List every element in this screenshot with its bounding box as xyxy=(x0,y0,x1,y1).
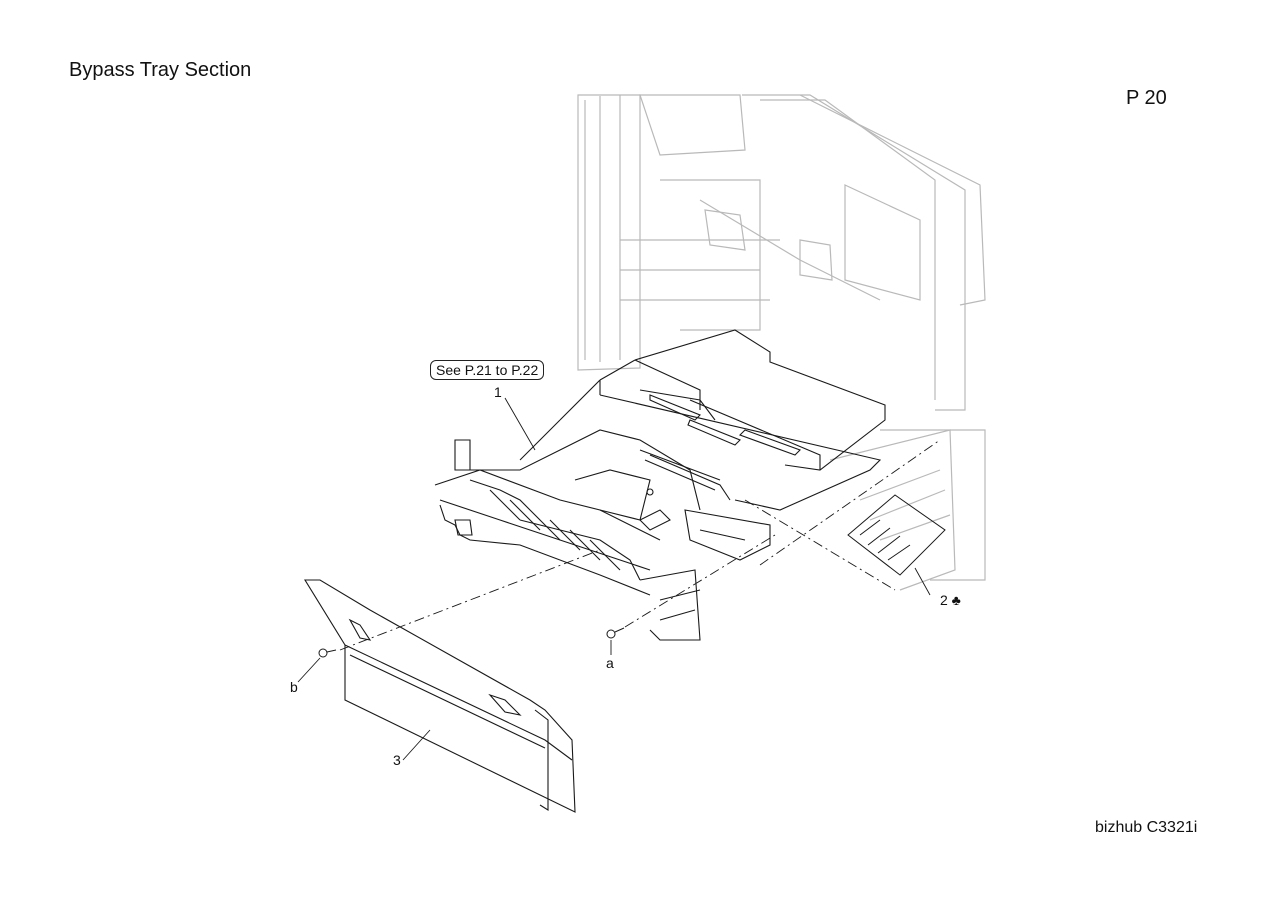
machine-frame-background xyxy=(577,94,986,591)
callout-part-1: 1 xyxy=(494,384,502,400)
bypass-cover xyxy=(304,579,576,813)
callout-part-2: 2 ♣ xyxy=(940,592,961,608)
screw-b xyxy=(318,648,337,658)
callout-screw-a: a xyxy=(606,655,614,671)
bypass-tray-unit xyxy=(434,329,886,641)
callout-part-3: 3 xyxy=(393,752,401,768)
page-number: P 20 xyxy=(1126,87,1167,109)
screw-a xyxy=(606,627,625,639)
section-title: Bypass Tray Section xyxy=(69,59,252,81)
reference-box: See P.21 to P.22 xyxy=(430,360,545,380)
label-plate xyxy=(847,494,946,576)
assembly-lines xyxy=(339,439,941,651)
leader-lines xyxy=(297,397,931,761)
callout-screw-b: b xyxy=(290,679,298,695)
model-name: bizhub C3321i xyxy=(1095,819,1198,836)
